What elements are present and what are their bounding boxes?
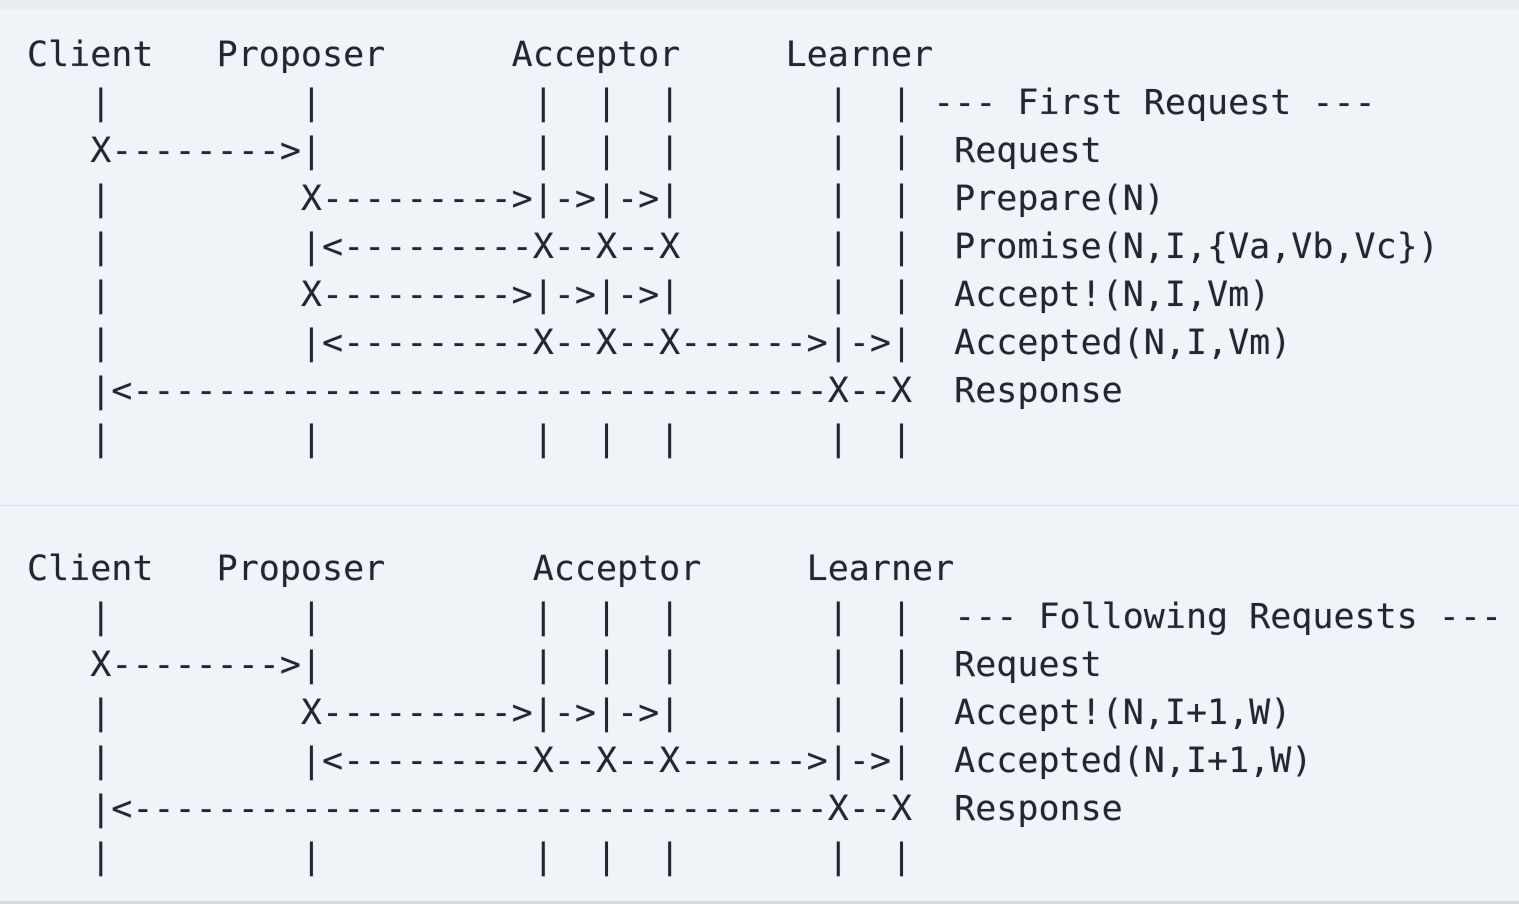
top-edge-shade <box>0 0 1519 9</box>
paxos-following-requests-sequence-diagram: Client Proposer Acceptor Learner | | | |… <box>27 549 1503 877</box>
section-divider <box>0 505 1519 506</box>
bottom-edge-shade <box>0 901 1519 904</box>
paxos-first-request-sequence-diagram: Client Proposer Acceptor Learner | | | |… <box>27 35 1439 459</box>
